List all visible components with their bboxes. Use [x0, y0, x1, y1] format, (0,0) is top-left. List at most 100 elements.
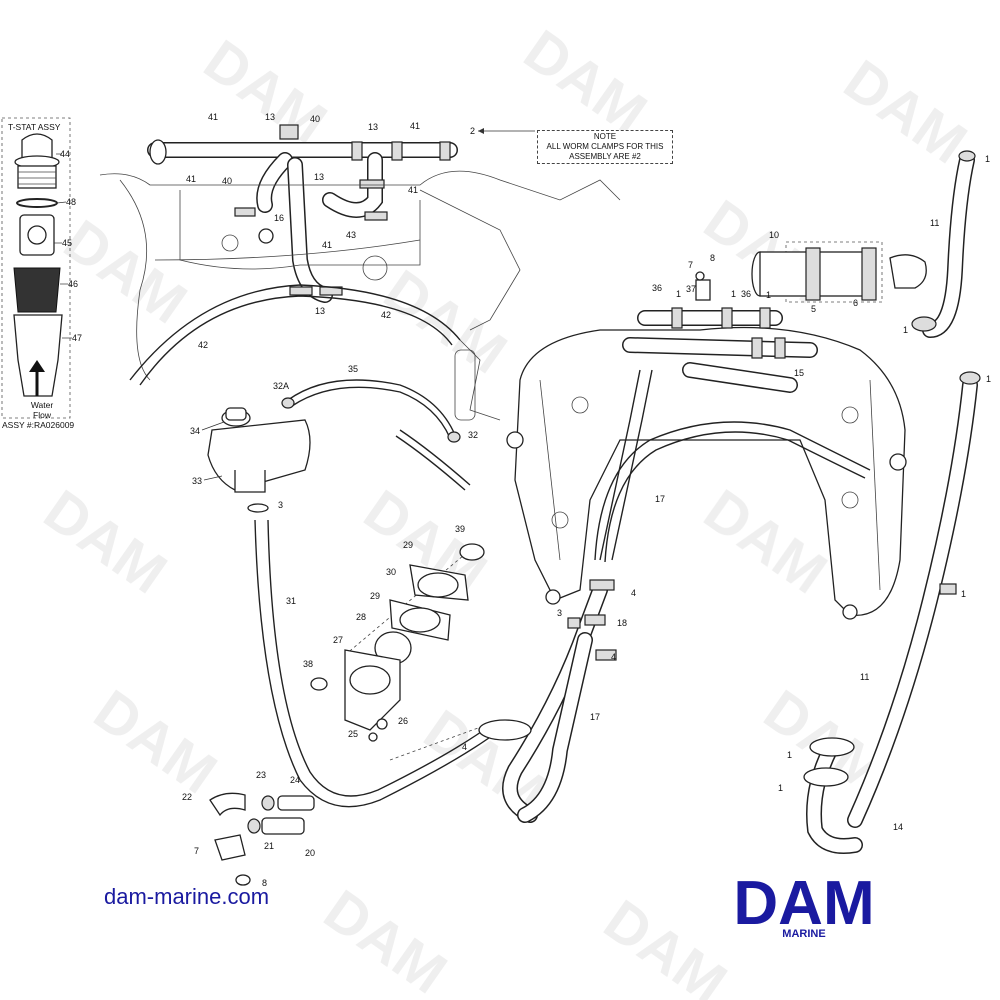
- callout-4: 4: [611, 652, 616, 662]
- callout-16: 16: [274, 213, 284, 223]
- callout-10: 10: [769, 230, 779, 240]
- note-line-2: ALL WORM CLAMPS FOR THIS: [546, 142, 664, 151]
- callout-32a: 32A: [273, 381, 289, 391]
- callout-13: 13: [265, 112, 275, 122]
- callout-36: 36: [741, 289, 751, 299]
- callout-1: 1: [778, 783, 783, 793]
- callout-34: 34: [190, 426, 200, 436]
- thermostat-cover-part: [21, 133, 53, 159]
- exhaust-crossover-hoses: [622, 271, 818, 393]
- callout-32: 32: [468, 430, 478, 440]
- callout-15: 15: [794, 368, 804, 378]
- dam-marine-logo: DAM: [733, 874, 874, 938]
- website-link[interactable]: dam-marine.com: [104, 884, 270, 909]
- callout-1: 1: [903, 325, 908, 335]
- callout-41: 41: [408, 185, 418, 195]
- callout-20: 20: [305, 848, 315, 858]
- callout-8: 8: [710, 253, 715, 263]
- callout-33: 33: [192, 476, 202, 486]
- callout-46: 46: [68, 279, 78, 289]
- callout-41: 41: [322, 240, 332, 250]
- callout-40: 40: [310, 114, 320, 124]
- watermark: DAM: [833, 47, 978, 176]
- fitting-parts: [209, 792, 315, 886]
- tstat-assembly-title: T-STAT ASSY: [8, 122, 61, 132]
- callout-22: 22: [182, 792, 192, 802]
- watermark: DAM: [33, 477, 178, 606]
- callout-13: 13: [315, 306, 325, 316]
- thermostat-housing-part: [13, 314, 63, 397]
- o-ring-part: [16, 198, 58, 208]
- callout-30: 30: [386, 567, 396, 577]
- coolant-reservoir: [207, 407, 311, 513]
- note-heading: NOTE: [593, 132, 617, 141]
- watermark: DAM: [53, 207, 198, 336]
- callout-41: 41: [410, 121, 420, 131]
- callout-38: 38: [303, 659, 313, 669]
- water-flow-line2: Flow: [33, 410, 51, 420]
- callout-29: 29: [370, 591, 380, 601]
- callout-21: 21: [264, 841, 274, 851]
- callout-1: 1: [766, 290, 771, 300]
- hose-35: [281, 379, 471, 491]
- callout-44: 44: [60, 149, 70, 159]
- callout-1: 1: [961, 589, 966, 599]
- callout-42: 42: [198, 340, 208, 350]
- hose-11: [847, 150, 981, 828]
- watermark: DAM: [193, 27, 338, 156]
- callout-43: 43: [346, 230, 356, 240]
- logo-text: DAM: [733, 874, 874, 938]
- callout-13: 13: [368, 122, 378, 132]
- callout-3: 3: [557, 608, 562, 618]
- callout-26: 26: [398, 716, 408, 726]
- top-hose-assembly: [147, 124, 458, 303]
- callout-13: 13: [314, 172, 324, 182]
- callout-4: 4: [462, 742, 467, 752]
- engine-block-outline: [99, 170, 621, 421]
- hose-18: [478, 579, 617, 823]
- tstat-assembly: [1, 117, 71, 419]
- hose-42: [129, 284, 461, 386]
- callout-6: 6: [853, 298, 858, 308]
- callout-29: 29: [403, 540, 413, 550]
- callout-27: 27: [333, 635, 343, 645]
- callout-47: 47: [72, 333, 82, 343]
- thermostat-housing-group: [310, 543, 501, 761]
- callout-35: 35: [348, 364, 358, 374]
- watermark: DAM: [513, 17, 658, 146]
- callout-24: 24: [290, 775, 300, 785]
- callout-36: 36: [652, 283, 662, 293]
- hose-17: [594, 369, 871, 563]
- callout-3: 3: [278, 500, 283, 510]
- callout-42: 42: [381, 310, 391, 320]
- note-line-3: ASSEMBLY ARE #2: [569, 152, 641, 161]
- callout-1: 1: [986, 374, 991, 384]
- callout-45: 45: [62, 238, 72, 248]
- hose-14: [803, 737, 863, 854]
- callout-8: 8: [262, 878, 267, 888]
- callout-1: 1: [985, 154, 990, 164]
- callout-4: 4: [631, 588, 636, 598]
- water-flow-line1: Water: [30, 400, 54, 410]
- watermark: DAM: [373, 257, 518, 386]
- callout-48: 48: [66, 197, 76, 207]
- callout-41: 41: [208, 112, 218, 122]
- note-box: NOTE ALL WORM CLAMPS FOR THIS ASSEMBLY A…: [537, 130, 673, 164]
- callout-7: 7: [688, 260, 693, 270]
- watermark: DAM: [83, 677, 228, 806]
- callout-5: 5: [811, 304, 816, 314]
- callout-25: 25: [348, 729, 358, 739]
- callout-14: 14: [893, 822, 903, 832]
- callout-11: 11: [930, 218, 939, 228]
- callout-1: 1: [787, 750, 792, 760]
- callout-28: 28: [356, 612, 366, 622]
- callout-23: 23: [256, 770, 266, 780]
- callout-18: 18: [617, 618, 627, 628]
- callout-1: 1: [731, 289, 736, 299]
- tstat-assembly-number: ASSY #:RA026009: [2, 420, 75, 430]
- hose-31: [254, 519, 501, 808]
- callout-2: 2: [470, 126, 475, 136]
- water-flow-label: Water Flow: [22, 400, 62, 420]
- callout-40: 40: [222, 176, 232, 186]
